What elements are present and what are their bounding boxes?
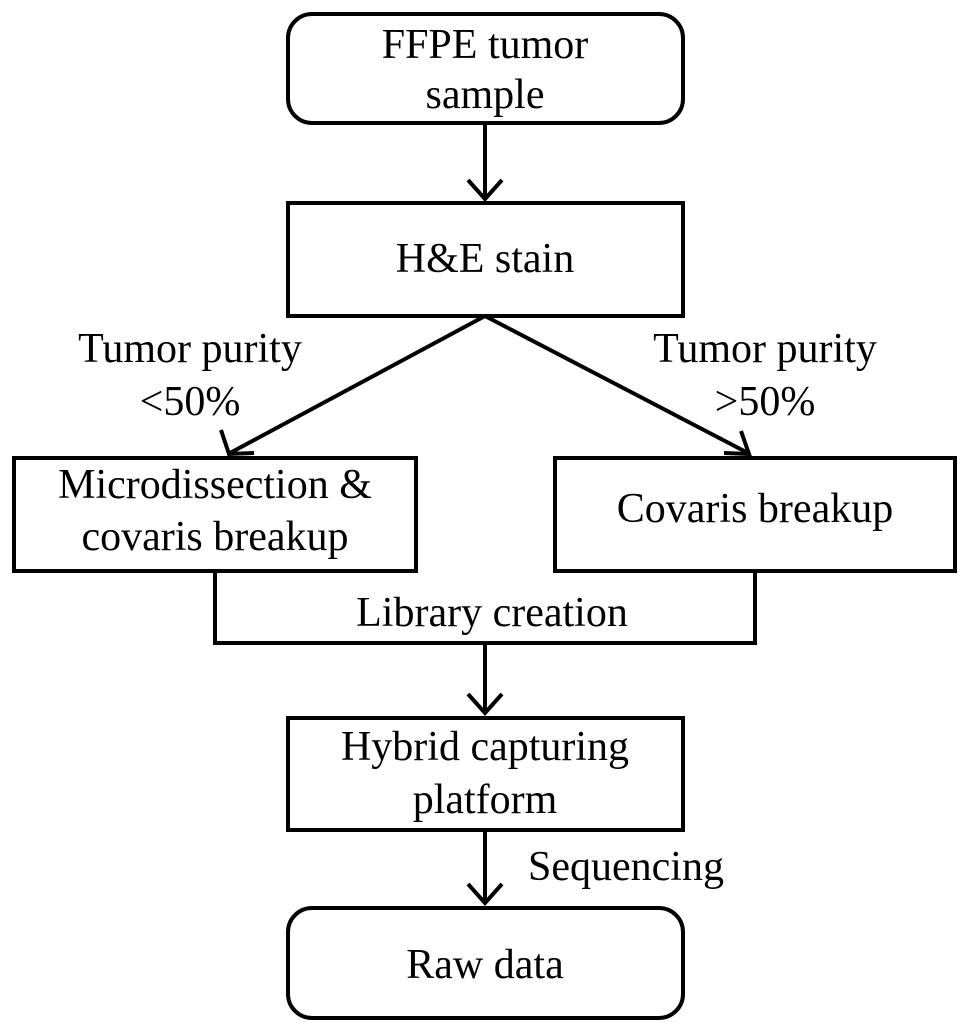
left-branch-label: Tumor purity <50% [78,326,302,425]
node-he-stain: H&E stain [286,201,685,318]
node-ffpe-tumor-sample: FFPE tumor sample [286,12,685,125]
node-microdissection: Microdissection & covaris breakup [12,456,418,573]
arrow-hybrid-to-raw: Sequencing [466,830,724,906]
microdissection-label-line2: covaris breakup [81,514,348,560]
raw-data-box [286,906,685,1020]
node-raw-data: Raw data [286,906,685,1020]
sequencing-label: Sequencing [528,844,724,890]
library-creation-connector: Library creation [213,571,757,645]
node-covaris-breakup: Covaris breakup [553,456,957,573]
covaris-box [553,456,957,573]
arrow-he-to-microdissection [219,314,486,457]
he-box [286,201,685,318]
he-label: H&E stain [396,236,574,282]
node-hybrid-capturing-platform: Hybrid capturing platform [286,716,685,832]
arrow-library-to-hybrid [466,643,504,716]
right-branch-label: Tumor purity >50% [653,326,877,425]
library-creation-label: Library creation [356,590,628,636]
ffpe-label-line1: FFPE tumor [382,22,589,68]
hybrid-label-line1: Hybrid capturing [341,724,629,770]
right-branch-label-line2: >50% [715,379,816,425]
microdissection-label-line1: Microdissection & [58,462,372,508]
arrow-he-to-covaris [484,314,752,457]
right-branch-label-line1: Tumor purity [653,326,877,372]
left-branch-label-line2: <50% [140,379,241,425]
covaris-label: Covaris breakup [617,486,893,532]
raw-data-label: Raw data [406,942,564,988]
arrow-ffpe-to-he [466,123,504,202]
hybrid-label-line2: platform [413,777,558,823]
left-branch-label-line1: Tumor purity [78,326,302,372]
ffpe-label-line2: sample [426,72,545,118]
